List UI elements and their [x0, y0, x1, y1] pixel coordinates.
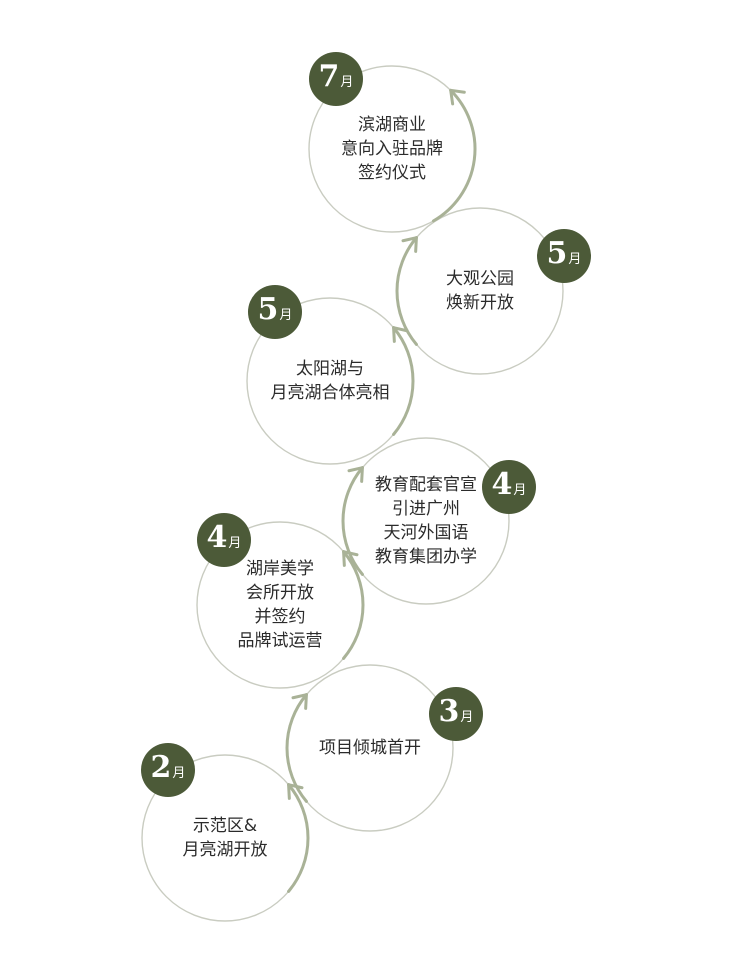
connector-arc — [342, 550, 365, 660]
milestone-line: 示范区& — [192, 816, 258, 836]
milestone-line: 教育配套官宣 — [375, 475, 477, 495]
milestone-line: 意向入驻品牌 — [341, 139, 443, 159]
connector-arc — [432, 88, 477, 223]
milestone-line: 月亮湖合体亮相 — [270, 383, 390, 403]
milestone-line: 月亮湖开放 — [182, 840, 268, 860]
connector-arc — [341, 466, 364, 576]
milestone-line: 湖岸美学 — [246, 559, 314, 579]
milestone-line: 品牌试运营 — [237, 631, 323, 651]
connector-arc — [285, 693, 308, 803]
milestone-line: 并签约 — [254, 607, 306, 627]
arrow-head-icon — [401, 236, 418, 253]
milestone-line: 项目倾城首开 — [319, 738, 421, 758]
month-number: 5 — [546, 236, 568, 271]
arrow-head-icon — [347, 466, 364, 483]
milestone-line: 天河外国语 — [383, 523, 469, 543]
arrow-head-icon — [342, 550, 359, 567]
arrow-head-icon — [449, 88, 466, 106]
milestone-line: 焕新开放 — [446, 293, 514, 313]
milestone-text: 太阳湖与月亮湖合体亮相 — [271, 357, 390, 405]
milestone-text: 湖岸美学会所开放并签约品牌试运营 — [238, 557, 323, 653]
month-number: 4 — [206, 520, 228, 555]
milestone-text: 示范区&月亮湖开放 — [183, 814, 268, 862]
month-unit: 月 — [460, 710, 474, 725]
month-unit: 月 — [340, 75, 354, 90]
month-unit: 月 — [228, 536, 242, 551]
connector-arc — [392, 326, 415, 436]
month-number: 7 — [318, 59, 340, 94]
connector-arc — [395, 236, 418, 346]
connector-arc — [287, 783, 310, 893]
month-number: 2 — [150, 750, 172, 785]
milestone-line: 太阳湖与 — [296, 359, 364, 379]
month-number: 3 — [438, 694, 460, 729]
month-number: 5 — [257, 292, 279, 327]
month-unit: 月 — [513, 483, 527, 498]
arrow-head-icon — [392, 326, 409, 343]
milestone-text: 教育配套官宣引进广州天河外国语教育集团办学 — [375, 473, 477, 569]
milestone-line: 引进广州 — [392, 499, 460, 519]
arrow-head-icon — [291, 693, 308, 710]
milestone-line: 滨湖商业 — [358, 115, 426, 135]
milestone-line: 教育集团办学 — [375, 547, 477, 567]
milestone-text: 项目倾城首开 — [319, 736, 421, 760]
milestone-line: 签约仪式 — [358, 163, 426, 183]
milestone-line: 会所开放 — [246, 583, 314, 603]
milestone-line: 大观公园 — [446, 269, 514, 289]
milestone-text: 滨湖商业意向入驻品牌签约仪式 — [341, 113, 443, 185]
month-unit: 月 — [568, 252, 582, 267]
month-unit: 月 — [172, 766, 186, 781]
milestone-text: 大观公园焕新开放 — [446, 267, 514, 315]
month-number: 4 — [491, 467, 513, 502]
month-unit: 月 — [279, 308, 293, 323]
